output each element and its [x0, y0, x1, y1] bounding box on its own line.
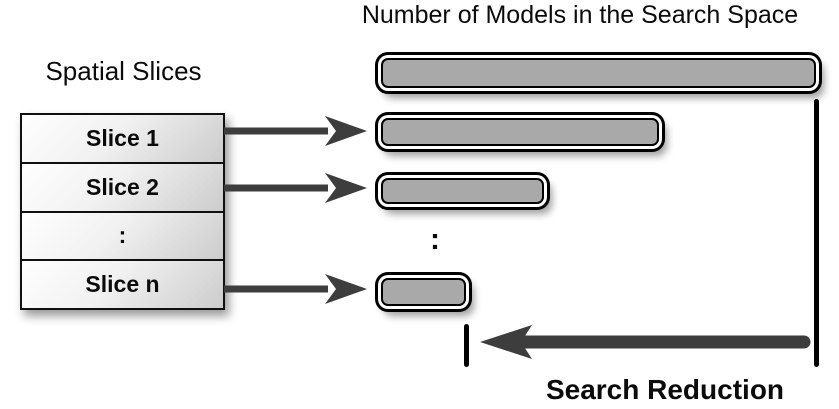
slice-row-1: Slice 1 [22, 115, 223, 162]
model-count-bar-slice-1 [381, 118, 659, 146]
slice-row-ellipsis: : [22, 210, 223, 260]
slice-row-n: Slice n [22, 259, 223, 308]
full-search-space-extent-line [814, 99, 819, 367]
arrow-slice-2-to-bar-icon [224, 173, 367, 203]
model-count-bar-slice-2 [381, 178, 544, 204]
spatial-slices-title: Spatial Slices [45, 56, 202, 86]
arrow-slice-n-to-bar-icon [224, 274, 367, 304]
slice-row-2: Slice 2 [22, 161, 223, 211]
arrow-head [325, 116, 367, 146]
slice-n-label: Slice n [85, 271, 160, 298]
arrow-head [325, 274, 367, 304]
arrow-head [480, 325, 532, 359]
arrow-head [325, 173, 367, 203]
search-reduction-arrow-icon [480, 325, 811, 359]
slice-1-label: Slice 1 [86, 124, 159, 151]
search-space-title: Number of Models in the Search Space [361, 1, 799, 29]
model-count-bar-slice-n [381, 278, 466, 306]
search-reduction-label: Search Reduction [545, 374, 785, 405]
slice-2-label: Slice 2 [86, 173, 159, 200]
reduced-search-space-tick [464, 324, 469, 367]
model-count-bar-full [381, 58, 816, 88]
spatial-slices-table: Slice 1 Slice 2 : Slice n [20, 113, 225, 310]
bars-vertical-ellipsis: : [430, 223, 440, 256]
slice-ellipsis-label: : [118, 222, 127, 249]
arrow-slice-1-to-bar-icon [224, 116, 367, 146]
